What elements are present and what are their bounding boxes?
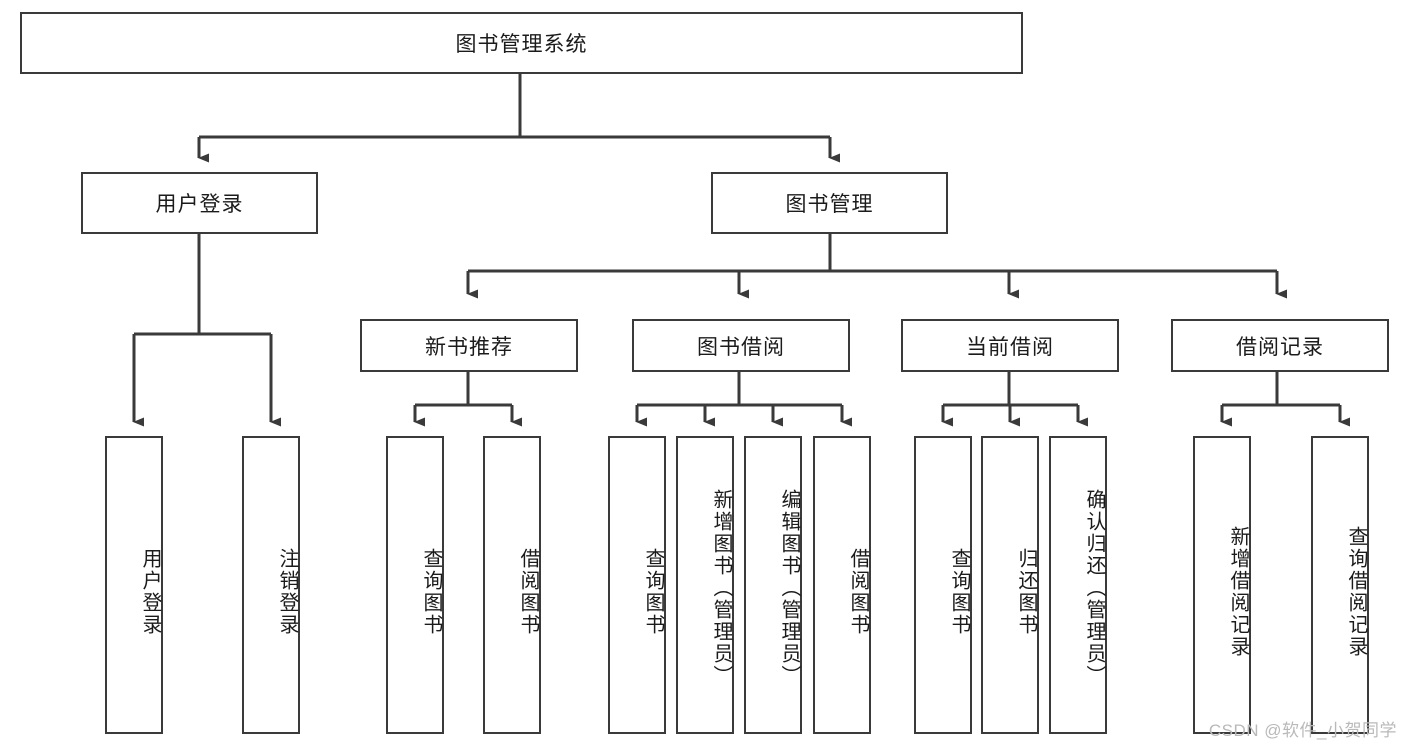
node-label: 图书管理 xyxy=(785,193,874,216)
node-book-borrow[interactable]: 图书借阅 xyxy=(632,319,850,372)
leaf-query-book-recommend[interactable]: 查询图书 xyxy=(386,436,444,734)
leaf-logout[interactable]: 注销登录 xyxy=(242,436,300,734)
node-label: 用户登录 xyxy=(139,548,161,636)
node-label: 用户登录 xyxy=(155,193,244,216)
node-label: 图书借阅 xyxy=(697,335,785,359)
leaf-borrow-book-recommend[interactable]: 借阅图书 xyxy=(483,436,541,734)
node-label: 查询借阅记录 xyxy=(1345,526,1367,658)
node-label: 借阅记录 xyxy=(1236,335,1324,359)
leaf-query-book-current[interactable]: 查询图书 xyxy=(914,436,972,734)
node-current-borrow[interactable]: 当前借阅 xyxy=(901,319,1119,372)
node-label: 确认归还（管理员） xyxy=(1083,489,1105,687)
node-label: 注销登录 xyxy=(276,548,298,636)
leaf-borrow-book[interactable]: 借阅图书 xyxy=(813,436,871,734)
node-label: 查询图书 xyxy=(420,548,442,636)
node-label: 借阅图书 xyxy=(847,548,869,636)
node-label: 查询图书 xyxy=(642,548,664,636)
node-borrow-record[interactable]: 借阅记录 xyxy=(1171,319,1389,372)
leaf-return-book[interactable]: 归还图书 xyxy=(981,436,1039,734)
node-label: 新书推荐 xyxy=(425,335,513,359)
leaf-add-book-admin[interactable]: 新增图书（管理员） xyxy=(676,436,734,734)
node-label: 编辑图书（管理员） xyxy=(778,489,800,687)
node-label: 当前借阅 xyxy=(966,335,1054,359)
node-label: 归还图书 xyxy=(1015,548,1037,636)
node-root-system[interactable]: 图书管理系统 xyxy=(20,12,1023,74)
node-label: 新增借阅记录 xyxy=(1227,526,1249,658)
leaf-query-borrow-record[interactable]: 查询借阅记录 xyxy=(1311,436,1369,734)
node-book-management[interactable]: 图书管理 xyxy=(711,172,948,234)
leaf-query-book-borrow[interactable]: 查询图书 xyxy=(608,436,666,734)
node-user-login[interactable]: 用户登录 xyxy=(81,172,318,234)
node-label: 借阅图书 xyxy=(517,548,539,636)
node-new-book-recommend[interactable]: 新书推荐 xyxy=(360,319,578,372)
watermark: CSDN @软件_小贺同学 xyxy=(1208,721,1397,740)
node-label: 新增图书（管理员） xyxy=(710,489,732,687)
leaf-user-login[interactable]: 用户登录 xyxy=(105,436,163,734)
node-label: 查询图书 xyxy=(948,548,970,636)
leaf-add-borrow-record[interactable]: 新增借阅记录 xyxy=(1193,436,1251,734)
node-label: 图书管理系统 xyxy=(455,33,588,56)
leaf-confirm-return-admin[interactable]: 确认归还（管理员） xyxy=(1049,436,1107,734)
leaf-edit-book-admin[interactable]: 编辑图书（管理员） xyxy=(744,436,802,734)
